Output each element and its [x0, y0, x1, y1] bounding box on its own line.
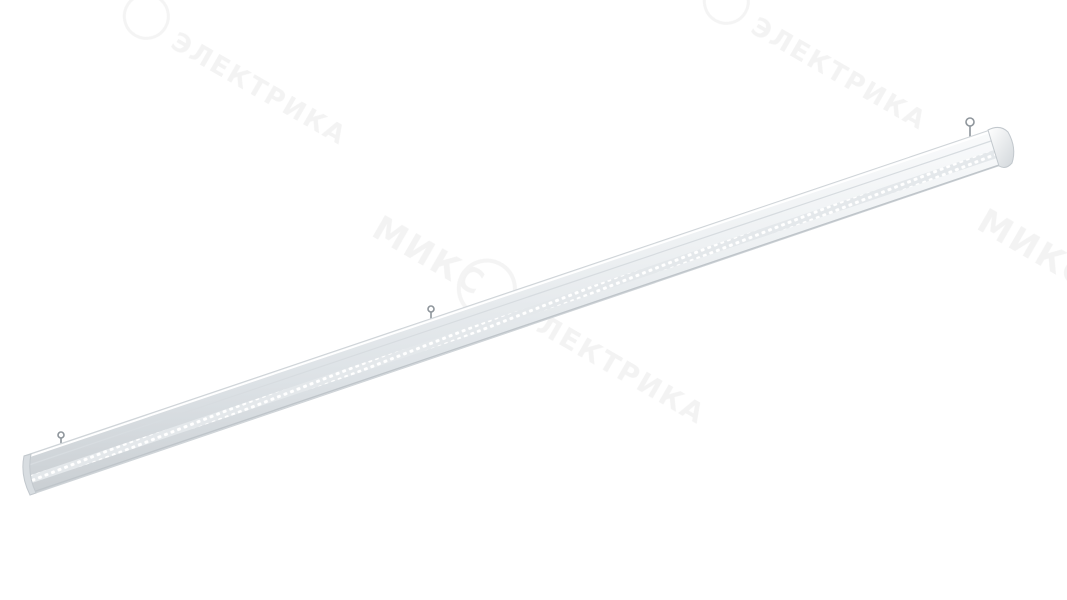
watermark-logo-icon — [122, 0, 170, 40]
watermark-tagline: ЭЛЕКТРИКА — [166, 27, 352, 152]
led-strip — [28, 148, 1003, 484]
watermark-logo-icon — [702, 0, 750, 25]
luminaire-bottom-edge — [29, 161, 1009, 494]
luminaire-groove — [25, 139, 995, 467]
watermark-brand: МИКС — [366, 208, 493, 304]
watermark-group: ЭЛЕКТРИКА ЭЛЕКТРИКА МИКС ЭЛЕКТРИКА МИКС — [122, 0, 1067, 431]
linear-led-luminaire-icon — [22, 117, 1015, 496]
watermark-tagline: ЭЛЕКТРИКА — [746, 12, 932, 137]
watermark-right-edge: МИКС — [971, 201, 1067, 297]
left-end-cap — [22, 453, 37, 496]
suspension-hook-icon — [965, 117, 975, 138]
watermark-top-right: ЭЛЕКТРИКА — [702, 0, 932, 137]
watermark-brand: МИКС — [971, 201, 1067, 297]
watermark-top-left: ЭЛЕКТРИКА — [122, 0, 352, 152]
right-end-cap — [987, 126, 1015, 168]
luminaire-top-edge — [23, 131, 991, 459]
